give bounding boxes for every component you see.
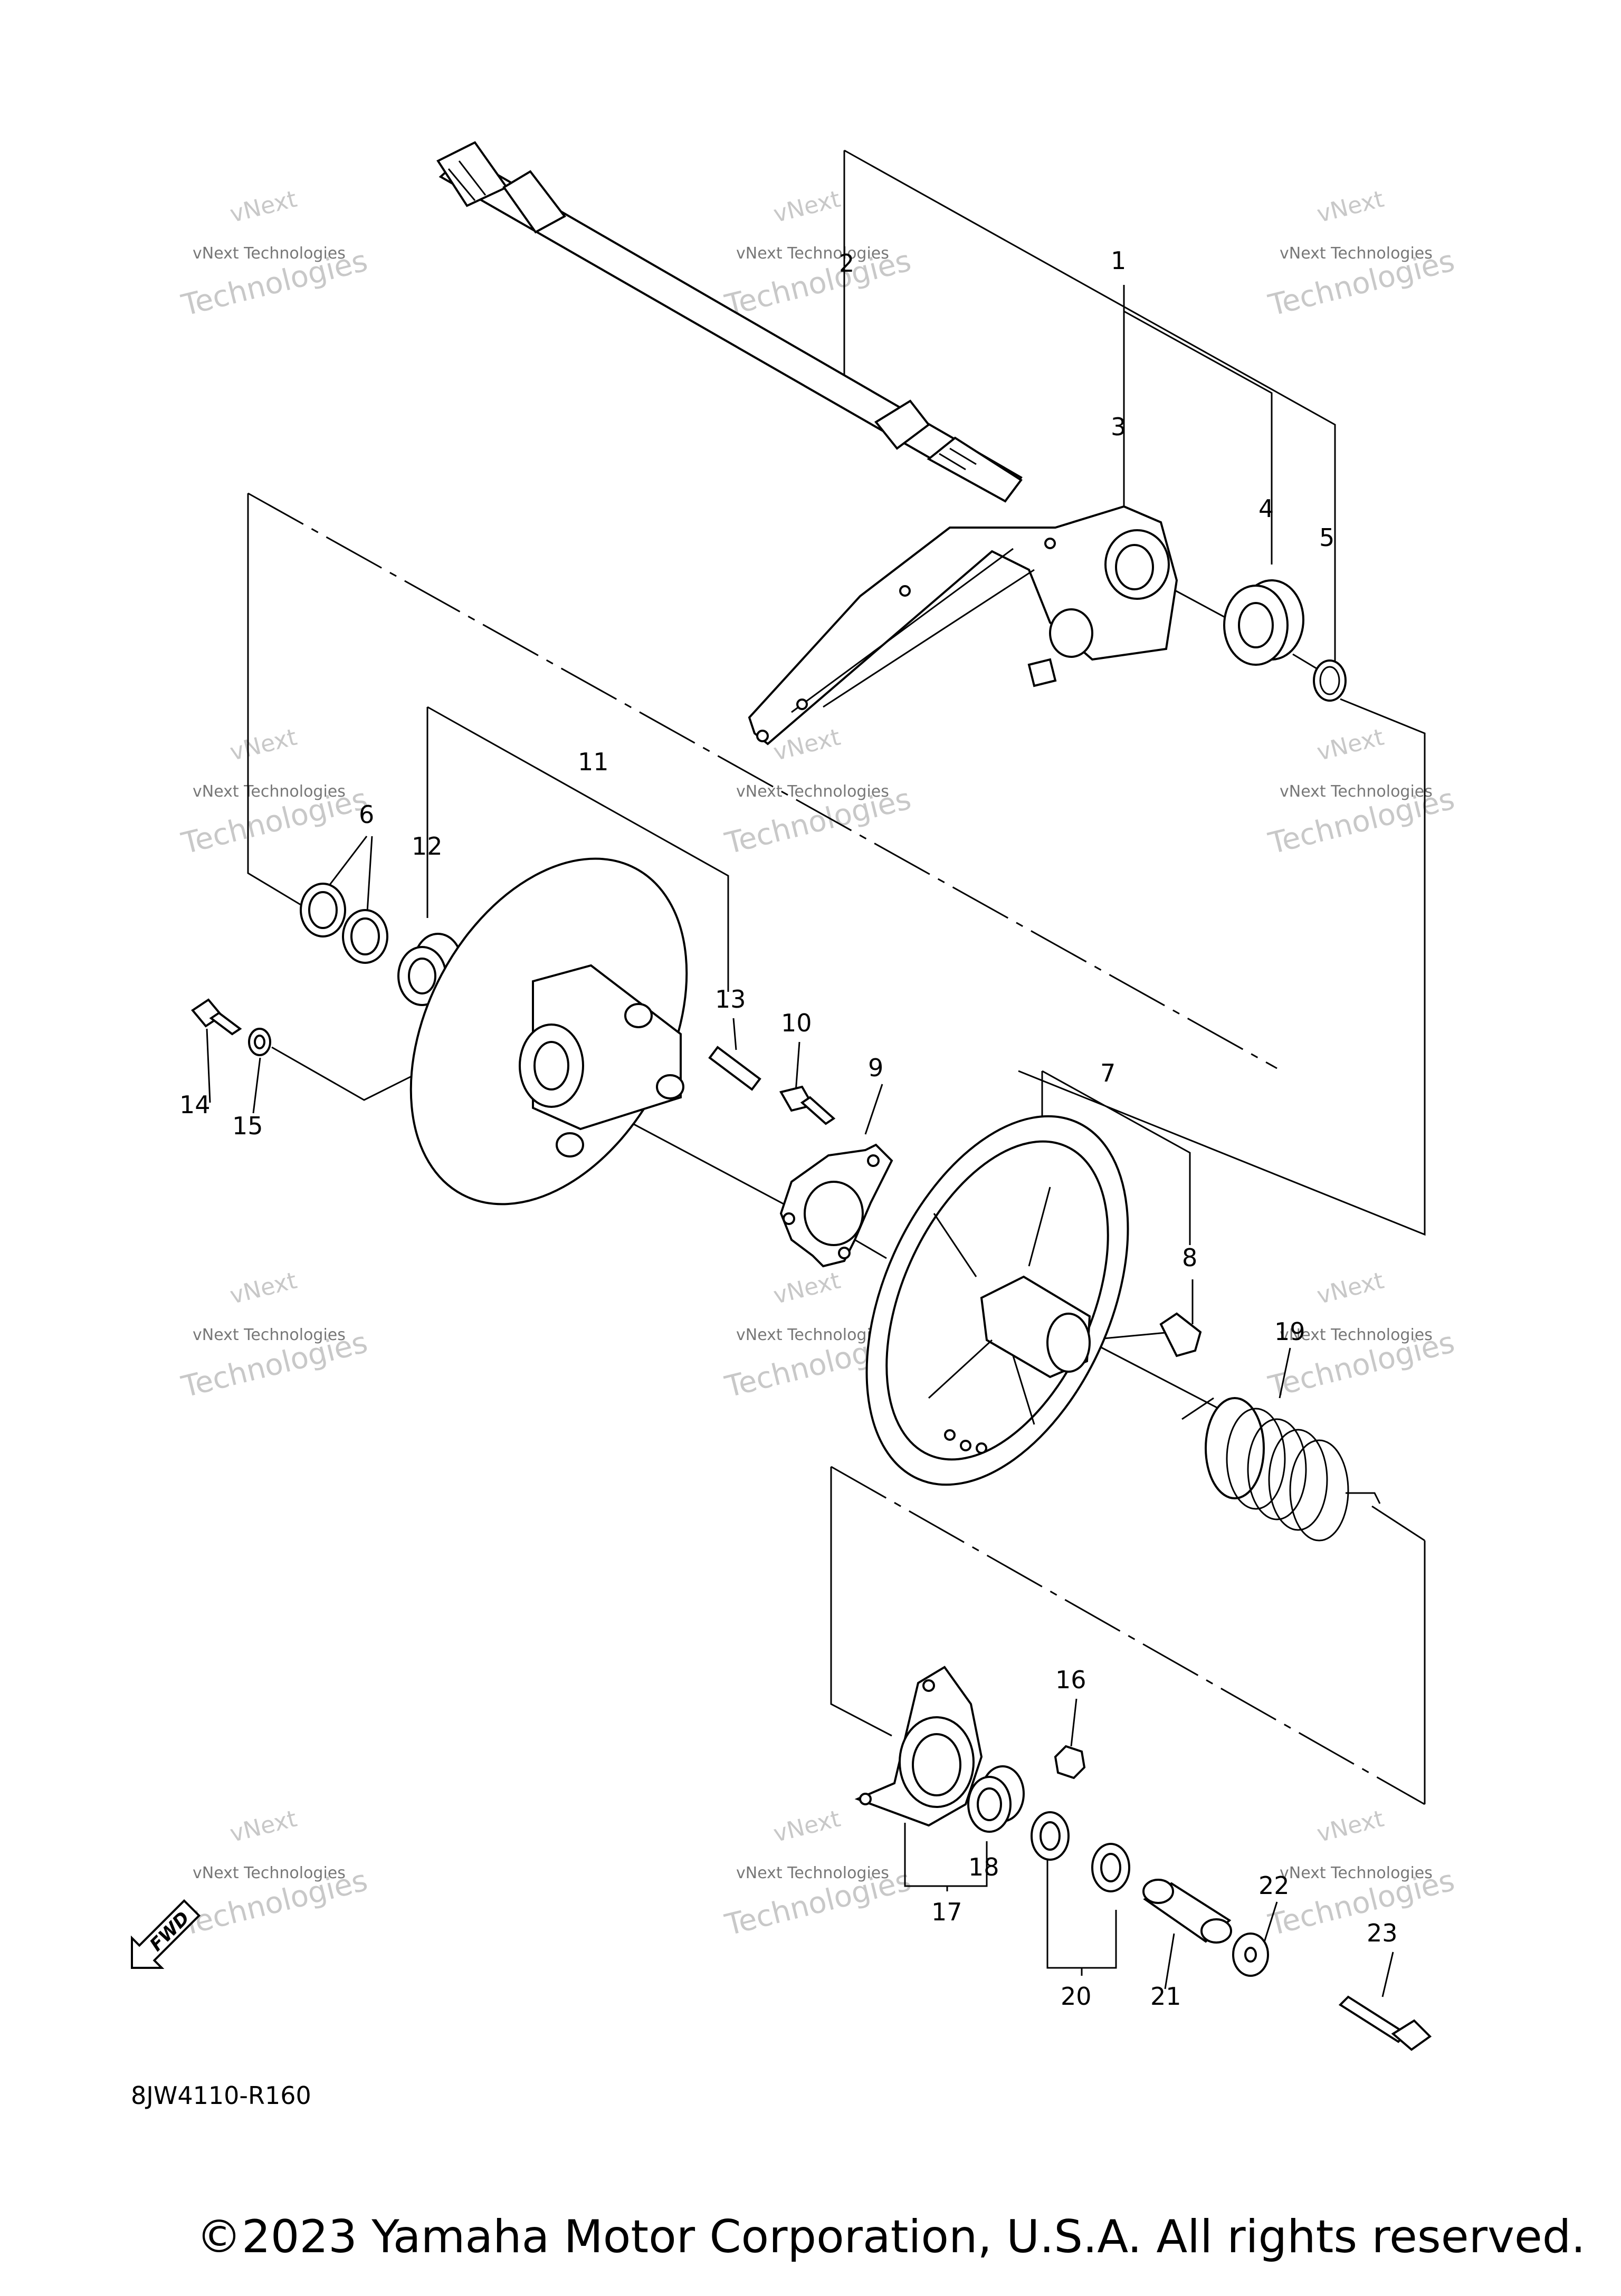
svg-text:vNext Technologies: vNext Technologies	[193, 1326, 346, 1344]
callout-16: 16	[1055, 1666, 1086, 1694]
svg-text:vNext: vNext	[771, 1805, 843, 1848]
callout-7: 7	[1100, 1059, 1115, 1087]
svg-text:vNext Technologies: vNext Technologies	[1280, 1326, 1433, 1344]
part-8-cap	[1159, 1312, 1202, 1357]
svg-text:vNext Technologies: vNext Technologies	[736, 244, 889, 263]
svg-text:vNext Technologies: vNext Technologies	[193, 1864, 346, 1882]
callout-labels: 1 2 3 4 5 6 7 8 9 10 11 12 13 14 15 16 1…	[179, 246, 1398, 2011]
callout-14: 14	[179, 1090, 211, 1119]
svg-text:vNext Technologies: vNext Technologies	[1280, 782, 1433, 801]
callout-9: 9	[868, 1054, 883, 1082]
callout-15: 15	[232, 1112, 263, 1140]
part-17-housing	[854, 1666, 983, 1827]
leader-lines	[206, 149, 1426, 1997]
part-23-bolt	[1338, 1995, 1432, 2051]
part-19-spring	[1181, 1397, 1381, 1542]
part-4-bearing	[1223, 579, 1304, 666]
part-5-circlip	[1313, 659, 1347, 702]
copyright-notice: ©2023 Yamaha Motor Corporation, U.S.A. A…	[196, 2211, 1586, 2263]
watermark: vNext vNext Technologies Technologies	[1265, 724, 1458, 862]
svg-text:vNext Technologies: vNext Technologies	[736, 782, 889, 801]
callout-11: 11	[578, 748, 609, 776]
svg-text:vNext: vNext	[1314, 186, 1387, 228]
watermark-group: vNext vNext Technologies Technologies vN…	[178, 186, 1458, 1943]
part-10-bolt	[779, 1085, 836, 1125]
callout-4: 4	[1258, 494, 1274, 523]
part-13-stud	[708, 1046, 761, 1091]
part-11-sheave	[409, 857, 688, 1206]
watermark: vNext vNext Technologies Technologies	[1265, 1805, 1458, 1943]
svg-text:vNext: vNext	[227, 1267, 300, 1310]
svg-text:vNext: vNext	[771, 1267, 843, 1310]
svg-text:vNext: vNext	[1314, 1805, 1387, 1848]
svg-text:vNext Technologies: vNext Technologies	[193, 782, 346, 801]
part-6-shims	[300, 883, 388, 964]
callout-5: 5	[1319, 523, 1334, 552]
callout-12: 12	[412, 832, 443, 860]
part-3-arm	[748, 505, 1178, 745]
watermark: vNext vNext Technologies Technologies	[178, 724, 371, 862]
callout-13: 13	[715, 985, 746, 1013]
svg-text:vNext: vNext	[771, 186, 843, 228]
part-2-shaft	[436, 141, 1023, 503]
callout-1: 1	[1111, 246, 1126, 275]
diagram-code: 8JW4110-R160	[131, 2081, 311, 2110]
svg-text:vNext Technologies: vNext Technologies	[1280, 1864, 1433, 1882]
callout-8: 8	[1182, 1243, 1197, 1272]
callout-21: 21	[1150, 1982, 1181, 2011]
svg-text:vNext Technologies: vNext Technologies	[1280, 244, 1433, 263]
callout-17: 17	[931, 1898, 962, 1926]
part-18-bushing	[967, 1765, 1025, 1833]
watermark: vNext vNext Technologies Technologies	[721, 1805, 914, 1943]
callout-22: 22	[1258, 1871, 1290, 1900]
watermark: vNext vNext Technologies Technologies	[721, 186, 914, 323]
callout-10: 10	[781, 1009, 812, 1037]
svg-text:vNext Technologies: vNext Technologies	[193, 244, 346, 263]
part-20-shims	[1031, 1811, 1130, 1892]
part-9-gasket	[779, 1143, 893, 1268]
svg-text:vNext: vNext	[1314, 724, 1387, 767]
callout-23: 23	[1367, 1919, 1398, 1947]
watermark: vNext vNext Technologies Technologies	[178, 186, 371, 323]
part-14-bolt	[191, 998, 242, 1036]
watermark: vNext vNext Technologies Technologies	[1265, 186, 1458, 323]
watermark: vNext vNext Technologies Technologies	[178, 1805, 371, 1943]
svg-text:vNext: vNext	[227, 724, 300, 767]
part-21-collar	[1142, 1879, 1232, 1944]
part-15-washer	[248, 1028, 271, 1056]
part-7-sheave	[865, 1115, 1129, 1486]
callout-2: 2	[839, 249, 854, 278]
svg-text:vNext: vNext	[227, 1805, 300, 1848]
watermark: vNext vNext Technologies Technologies	[178, 1267, 371, 1405]
callout-6: 6	[359, 800, 374, 829]
watermark: vNext vNext Technologies Technologies	[721, 724, 914, 862]
callout-18: 18	[968, 1853, 999, 1881]
part-16-nut	[1054, 1745, 1086, 1780]
svg-text:vNext: vNext	[1314, 1267, 1387, 1310]
callout-19: 19	[1274, 1317, 1305, 1346]
svg-text:vNext Technologies: vNext Technologies	[736, 1326, 889, 1344]
svg-text:vNext: vNext	[227, 186, 300, 228]
part-22-washer	[1232, 1933, 1269, 1977]
callout-20: 20	[1061, 1982, 1092, 2011]
callout-3: 3	[1111, 413, 1126, 441]
svg-text:vNext Technologies: vNext Technologies	[736, 1864, 889, 1882]
